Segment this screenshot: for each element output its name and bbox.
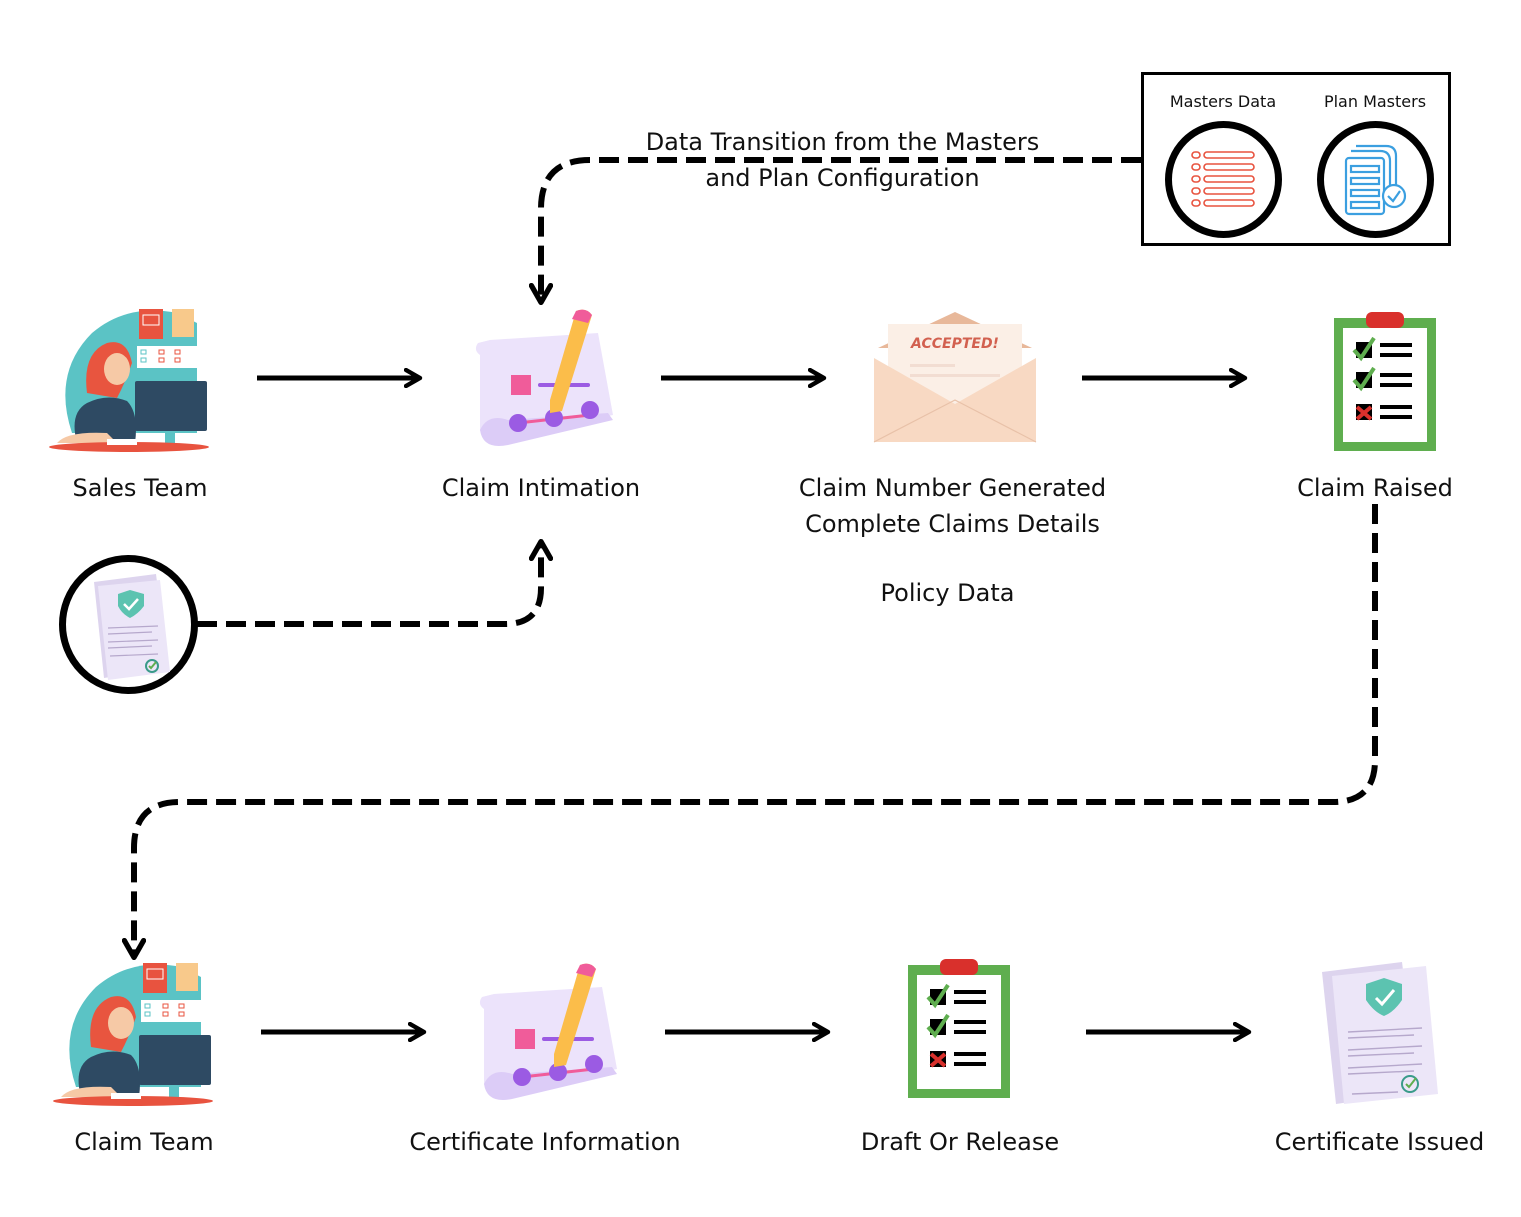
document-stack-check-icon <box>1344 144 1407 216</box>
node-label-claim-intimation: Claim Intimation <box>441 474 641 502</box>
masters-config-box: Masters Data Plan Masters <box>1141 72 1451 246</box>
dashed-policy-to-intimation <box>197 544 541 627</box>
node-label-certificate-information: Certificate Information <box>409 1128 681 1156</box>
node-label-sales-team: Sales Team <box>72 474 208 502</box>
plan-masters-node[interactable] <box>1317 121 1434 238</box>
node-label-claim-number-line2: Complete Claims Details <box>805 510 1100 538</box>
node-label-claim-number-line1: Claim Number Generated <box>798 474 1107 502</box>
agent-at-desk-icon <box>53 963 213 1106</box>
masters-data-node[interactable] <box>1165 121 1282 238</box>
pencil-blueprint-icon <box>475 309 613 446</box>
node-label-certificate-issued: Certificate Issued <box>1274 1128 1485 1156</box>
masters-data-label: Masters Data <box>1169 92 1277 111</box>
plan-masters-label: Plan Masters <box>1323 92 1427 111</box>
node-label-claim-team: Claim Team <box>74 1128 214 1156</box>
node-label-draft-or-release: Draft Or Release <box>860 1128 1060 1156</box>
dashed-masters-to-intimation <box>541 157 1141 300</box>
transition-annotation-line1: Data Transition from the Masters <box>645 128 1040 156</box>
transition-annotation-line2: and Plan Configuration <box>705 164 980 192</box>
certificate-document-icon <box>1322 962 1438 1104</box>
envelope-accepted-text: ACCEPTED! <box>910 336 999 352</box>
clipboard-checklist-icon <box>1334 312 1436 451</box>
list-form-icon <box>1191 151 1255 207</box>
agent-at-desk-icon <box>49 309 209 452</box>
node-label-claim-raised: Claim Raised <box>1297 474 1453 502</box>
pencil-blueprint-icon <box>479 963 617 1100</box>
policy-document-node[interactable] <box>59 555 198 694</box>
policy-document-icon <box>94 574 170 680</box>
node-sublabel-policy-data: Policy Data <box>880 579 1015 607</box>
dashed-raised-to-claimteam <box>134 504 1378 955</box>
accepted-envelope-icon: ACCEPTED! <box>873 312 1037 443</box>
clipboard-checklist-icon <box>908 959 1010 1098</box>
